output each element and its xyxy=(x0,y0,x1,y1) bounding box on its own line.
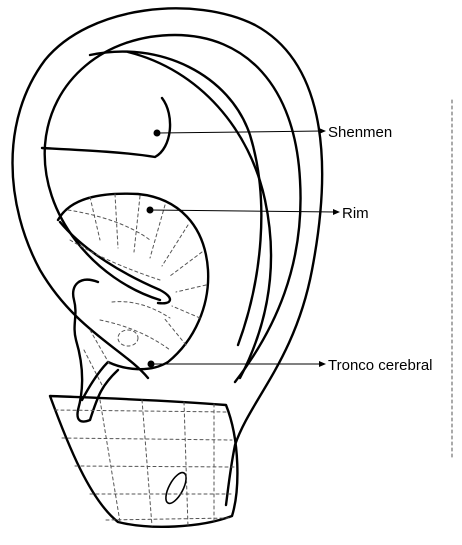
rim-point xyxy=(147,207,154,214)
antihelix-outer-curve xyxy=(128,52,271,378)
rim-leader-line xyxy=(150,210,336,212)
antihelix-inner-curve xyxy=(90,52,261,345)
earlobe-grid xyxy=(55,400,234,527)
shenmen-label: Shenmen xyxy=(328,125,392,140)
shenmen-leader-line xyxy=(158,131,322,133)
tronco-cerebral-point xyxy=(148,361,155,368)
concha-grid xyxy=(68,194,206,385)
tronco-cerebral-arrowhead xyxy=(319,361,326,367)
rim-label: Rim xyxy=(342,206,369,221)
triangular-fossa-outline xyxy=(42,98,170,157)
tronco-cerebral-label: Tronco cerebral xyxy=(328,358,433,373)
shenmen-arrowhead xyxy=(319,128,326,134)
tragus-outline xyxy=(73,280,118,422)
shenmen-point xyxy=(154,130,161,137)
rim-arrowhead xyxy=(333,209,340,215)
